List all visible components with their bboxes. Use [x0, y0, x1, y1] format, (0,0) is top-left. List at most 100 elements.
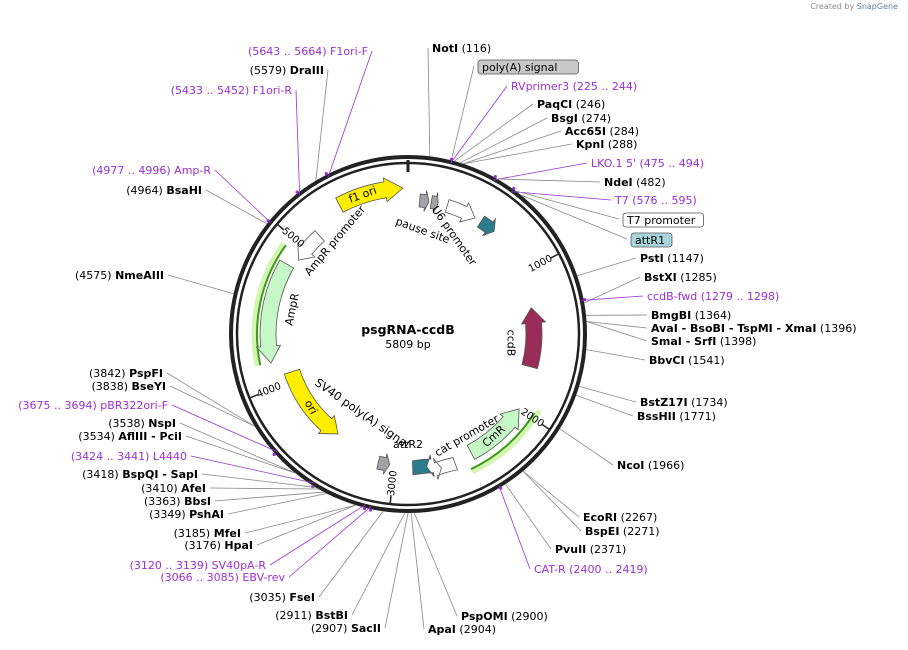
enzyme-leader	[179, 422, 296, 474]
enzyme-label[interactable]: BspEI (2271)	[585, 525, 660, 538]
feature-attr1[interactable]	[476, 215, 496, 237]
primer-leader	[171, 404, 278, 453]
primer-leader	[269, 504, 366, 566]
feature-cmr[interactable]	[466, 408, 520, 460]
enzyme-label[interactable]: (3838) BseYI	[91, 380, 166, 393]
feature-pause-site-2[interactable]	[429, 192, 439, 214]
feature-ampr[interactable]	[255, 259, 295, 364]
primer-label[interactable]: LKO.1 5' (475 .. 494)	[591, 157, 704, 170]
enzyme-label[interactable]: ApaI (2904)	[428, 623, 496, 636]
enzyme-label[interactable]: PstI (1147)	[640, 252, 704, 265]
enzyme-leader	[497, 178, 601, 183]
enzyme-leader	[584, 276, 641, 304]
primer-site-marker	[512, 186, 516, 190]
enzyme-label[interactable]: BsgI (274)	[551, 112, 611, 125]
primer-label[interactable]: ccdB-fwd (1279 .. 1298)	[647, 290, 779, 303]
feature-attr2[interactable]	[412, 454, 435, 477]
enzyme-label[interactable]: (5579) DraIII	[250, 64, 324, 77]
enzyme-label[interactable]: (3185) MfeI	[174, 527, 241, 540]
primer-site-marker	[324, 172, 328, 176]
primer-site-marker	[272, 452, 276, 457]
primer-label[interactable]: (3424 .. 3441) L4440	[71, 450, 187, 463]
enzyme-leader	[185, 435, 296, 474]
enzyme-label[interactable]: SmaI - SrfI (1398)	[651, 335, 756, 348]
enzyme-label[interactable]: BmgBI (1364)	[651, 309, 731, 322]
enzyme-leader	[166, 372, 255, 427]
feature-f1-ori[interactable]	[335, 177, 404, 213]
scale-tick	[550, 253, 560, 259]
enzyme-label[interactable]: (3035) FseI	[249, 591, 315, 604]
feature-ori[interactable]	[283, 368, 339, 435]
enzyme-label[interactable]: (3349) PshAI	[149, 508, 224, 521]
primer-label[interactable]: (5643 .. 5664) F1ori-F	[248, 45, 368, 58]
enzyme-label[interactable]: (3534) AflIII - PciI	[78, 430, 182, 443]
enzyme-label[interactable]: (3842) PspFI	[89, 367, 163, 380]
enzyme-leader	[463, 130, 562, 165]
enzyme-label[interactable]: PvuII (2371)	[555, 543, 626, 556]
feature-u6-promoter[interactable]	[444, 199, 476, 223]
primer-label[interactable]: (4977 .. 4996) Amp-R	[92, 164, 211, 177]
scale-tick-label: 4000	[255, 381, 283, 401]
snapgene-credit: Created by SnapGene	[810, 2, 898, 11]
feature-pause-site[interactable]	[418, 190, 430, 212]
enzyme-label[interactable]: KpnI (288)	[576, 138, 637, 151]
feature-cat-promoter[interactable]	[432, 457, 458, 480]
feature-label-attr2: attR2	[393, 438, 423, 451]
enzyme-label[interactable]: Acc65I (284)	[565, 125, 639, 138]
primer-site-marker	[362, 507, 367, 511]
enzyme-label[interactable]: (2907) SacII	[311, 622, 381, 635]
enzyme-leader	[463, 143, 573, 165]
primer-label[interactable]: (3066 .. 3085) EBV-rev	[160, 571, 285, 584]
primer-leader	[288, 505, 372, 578]
enzyme-leader	[522, 470, 582, 532]
enzyme-label[interactable]: BssHII (1771)	[637, 410, 716, 423]
feature-box-label[interactable]	[622, 212, 704, 228]
enzyme-label[interactable]: (3418) BspQI - SapI	[82, 468, 198, 481]
enzyme-label[interactable]: AvaI - BsoBI - TspMI - XmaI (1396)	[651, 322, 857, 335]
enzyme-leader	[201, 473, 316, 488]
enzyme-leader	[169, 385, 255, 427]
primer-site-marker	[295, 190, 299, 194]
enzyme-label[interactable]: BstXI (1285)	[644, 271, 717, 284]
feature-box-label-text: T7 promoter	[626, 214, 696, 227]
enzyme-leader	[520, 194, 628, 240]
enzyme-label[interactable]: NotI (116)	[432, 42, 491, 55]
feature-sv40-polya[interactable]	[376, 453, 391, 475]
feature-ampr-promoter[interactable]	[297, 230, 325, 261]
enzyme-leader	[577, 257, 637, 277]
enzyme-label[interactable]: (3363) BbsI	[144, 495, 211, 508]
primer-label[interactable]: RVprimer3 (225 .. 244)	[511, 80, 637, 93]
primer-label[interactable]: (3120 .. 3139) SV40pA-R	[130, 559, 267, 572]
scale-tick	[249, 393, 259, 399]
enzyme-label[interactable]: (4964) BsaHI	[126, 184, 202, 197]
primer-label[interactable]: T7 (576 .. 595)	[614, 194, 697, 207]
enzyme-label[interactable]: (3176) HpaI	[184, 539, 253, 552]
enzyme-label[interactable]: EcoRI (2267)	[583, 511, 657, 524]
credit-prefix: Created by	[810, 2, 855, 11]
enzyme-label[interactable]: PspOMI (2900)	[461, 610, 548, 623]
ampr-highlight-line	[256, 244, 287, 366]
feature-ccdb[interactable]	[520, 307, 547, 370]
enzyme-label[interactable]: (4575) NmeAIII	[75, 269, 164, 282]
enzyme-label[interactable]: BbvCI (1541)	[649, 354, 725, 367]
enzyme-leader	[410, 512, 425, 630]
scale-tick-label: 3000	[386, 470, 400, 496]
enzyme-label[interactable]: BstZ17I (1734)	[640, 396, 728, 409]
feature-box-label[interactable]	[477, 59, 579, 75]
enzyme-leader	[559, 428, 614, 466]
enzyme-label[interactable]: PaqCI (246)	[537, 98, 605, 111]
enzyme-label[interactable]: (3538) NspI	[108, 417, 176, 430]
enzyme-leader	[227, 493, 327, 515]
primer-label[interactable]: (3675 .. 3694) pBR322ori-F	[18, 399, 168, 412]
enzyme-label[interactable]: (3410) AfeI	[141, 482, 206, 495]
enzyme-leader	[256, 504, 356, 546]
primer-label[interactable]: CAT-R (2400 .. 2419)	[534, 563, 648, 576]
enzyme-leader	[427, 47, 431, 157]
primer-label[interactable]: (5433 .. 5452) F1ori-R	[171, 84, 293, 97]
enzyme-label[interactable]: NdeI (482)	[604, 176, 666, 189]
scale-tick-label: 2000	[518, 407, 545, 430]
primer-site-marker	[493, 174, 497, 179]
enzyme-label[interactable]: (2911) BstBI	[275, 609, 348, 622]
enzyme-label[interactable]: NcoI (1966)	[617, 459, 684, 472]
feature-box-label[interactable]	[630, 232, 673, 248]
